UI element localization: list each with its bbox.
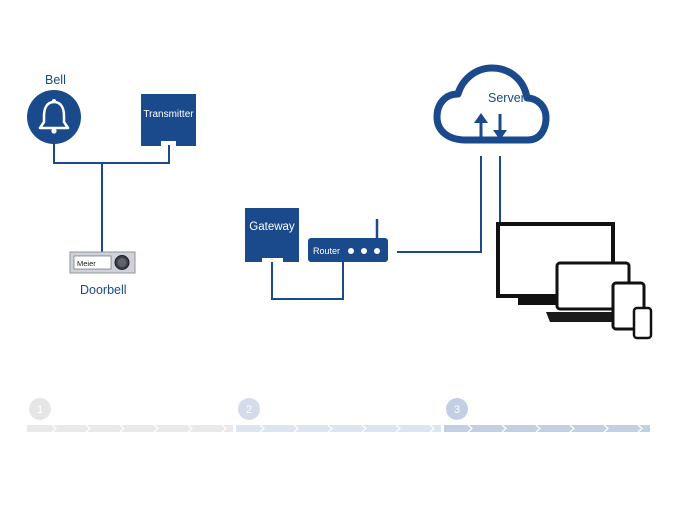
router-device: Router — [308, 219, 388, 262]
router-label: Router — [313, 246, 340, 256]
router-server-wire — [397, 156, 482, 253]
cloud-icon — [433, 64, 550, 144]
server-label: Server — [488, 91, 525, 105]
router-box — [308, 238, 388, 262]
server-cloud: Server — [433, 64, 550, 144]
transmitter-device: Transmitter — [141, 94, 196, 146]
router-led — [374, 248, 380, 254]
doorbell-label: Doorbell — [80, 283, 127, 297]
gateway-router-wire — [271, 262, 344, 300]
step-number-1: 1 — [37, 404, 43, 416]
transmitter-box — [141, 94, 196, 146]
step-circle-1 — [29, 398, 51, 420]
router-led — [348, 248, 354, 254]
gateway-device: Gateway — [245, 208, 299, 262]
step-bar-3 — [444, 425, 650, 432]
bell-device: Bell — [27, 73, 81, 144]
bell-circle — [27, 90, 81, 144]
gateway-label: Gateway — [249, 221, 295, 233]
step-circle-3 — [446, 398, 468, 420]
transmitter-wire — [102, 145, 170, 164]
bell-icon — [38, 99, 70, 134]
step-bar-1 — [27, 425, 233, 432]
client-devices — [496, 222, 653, 340]
step-number-2: 2 — [246, 404, 252, 416]
phone-icon — [632, 306, 653, 340]
router-led — [361, 248, 367, 254]
progress-steps: 1 2 3 — [27, 398, 650, 433]
step-bar-2 — [236, 425, 441, 432]
nameplate — [73, 255, 112, 270]
step-circle-2 — [238, 398, 260, 420]
bell-wire — [53, 143, 102, 164]
upload-arrow-icon — [474, 113, 488, 140]
download-arrow-icon — [493, 114, 507, 140]
doorbell-panel: Meier Doorbell — [69, 251, 136, 297]
bell-label: Bell — [45, 73, 66, 87]
transmitter-label: Transmitter — [143, 109, 194, 120]
step-number-3: 3 — [454, 404, 460, 416]
nameplate-text: Meier — [77, 259, 96, 268]
gateway-box — [245, 208, 299, 262]
step-chevrons — [51, 424, 643, 433]
connection-lines — [53, 143, 501, 300]
